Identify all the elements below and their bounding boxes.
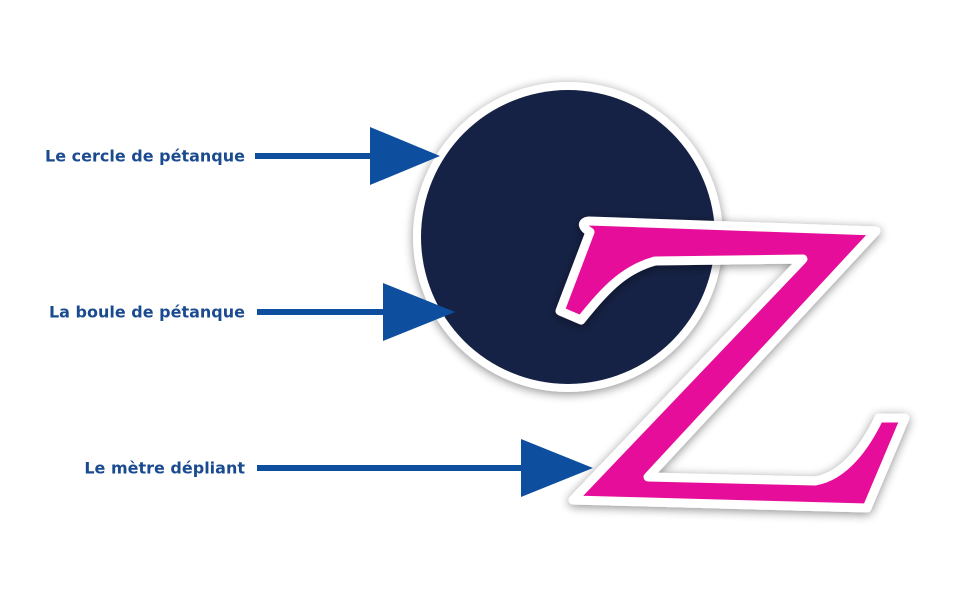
- circle-ball-icon: [413, 82, 723, 392]
- arrow-right-icon: [257, 439, 593, 497]
- label-metre: Le mètre dépliant: [84, 458, 245, 478]
- label-cercle: Le cercle de pétanque: [45, 146, 245, 166]
- letter-z-icon: [555, 216, 910, 513]
- arrow-right-icon: [257, 283, 455, 341]
- petanque-ball: [421, 90, 715, 384]
- letter-z-shape: [555, 216, 910, 513]
- label-boule: La boule de pétanque: [48, 302, 245, 322]
- arrow-right-icon: [255, 127, 440, 185]
